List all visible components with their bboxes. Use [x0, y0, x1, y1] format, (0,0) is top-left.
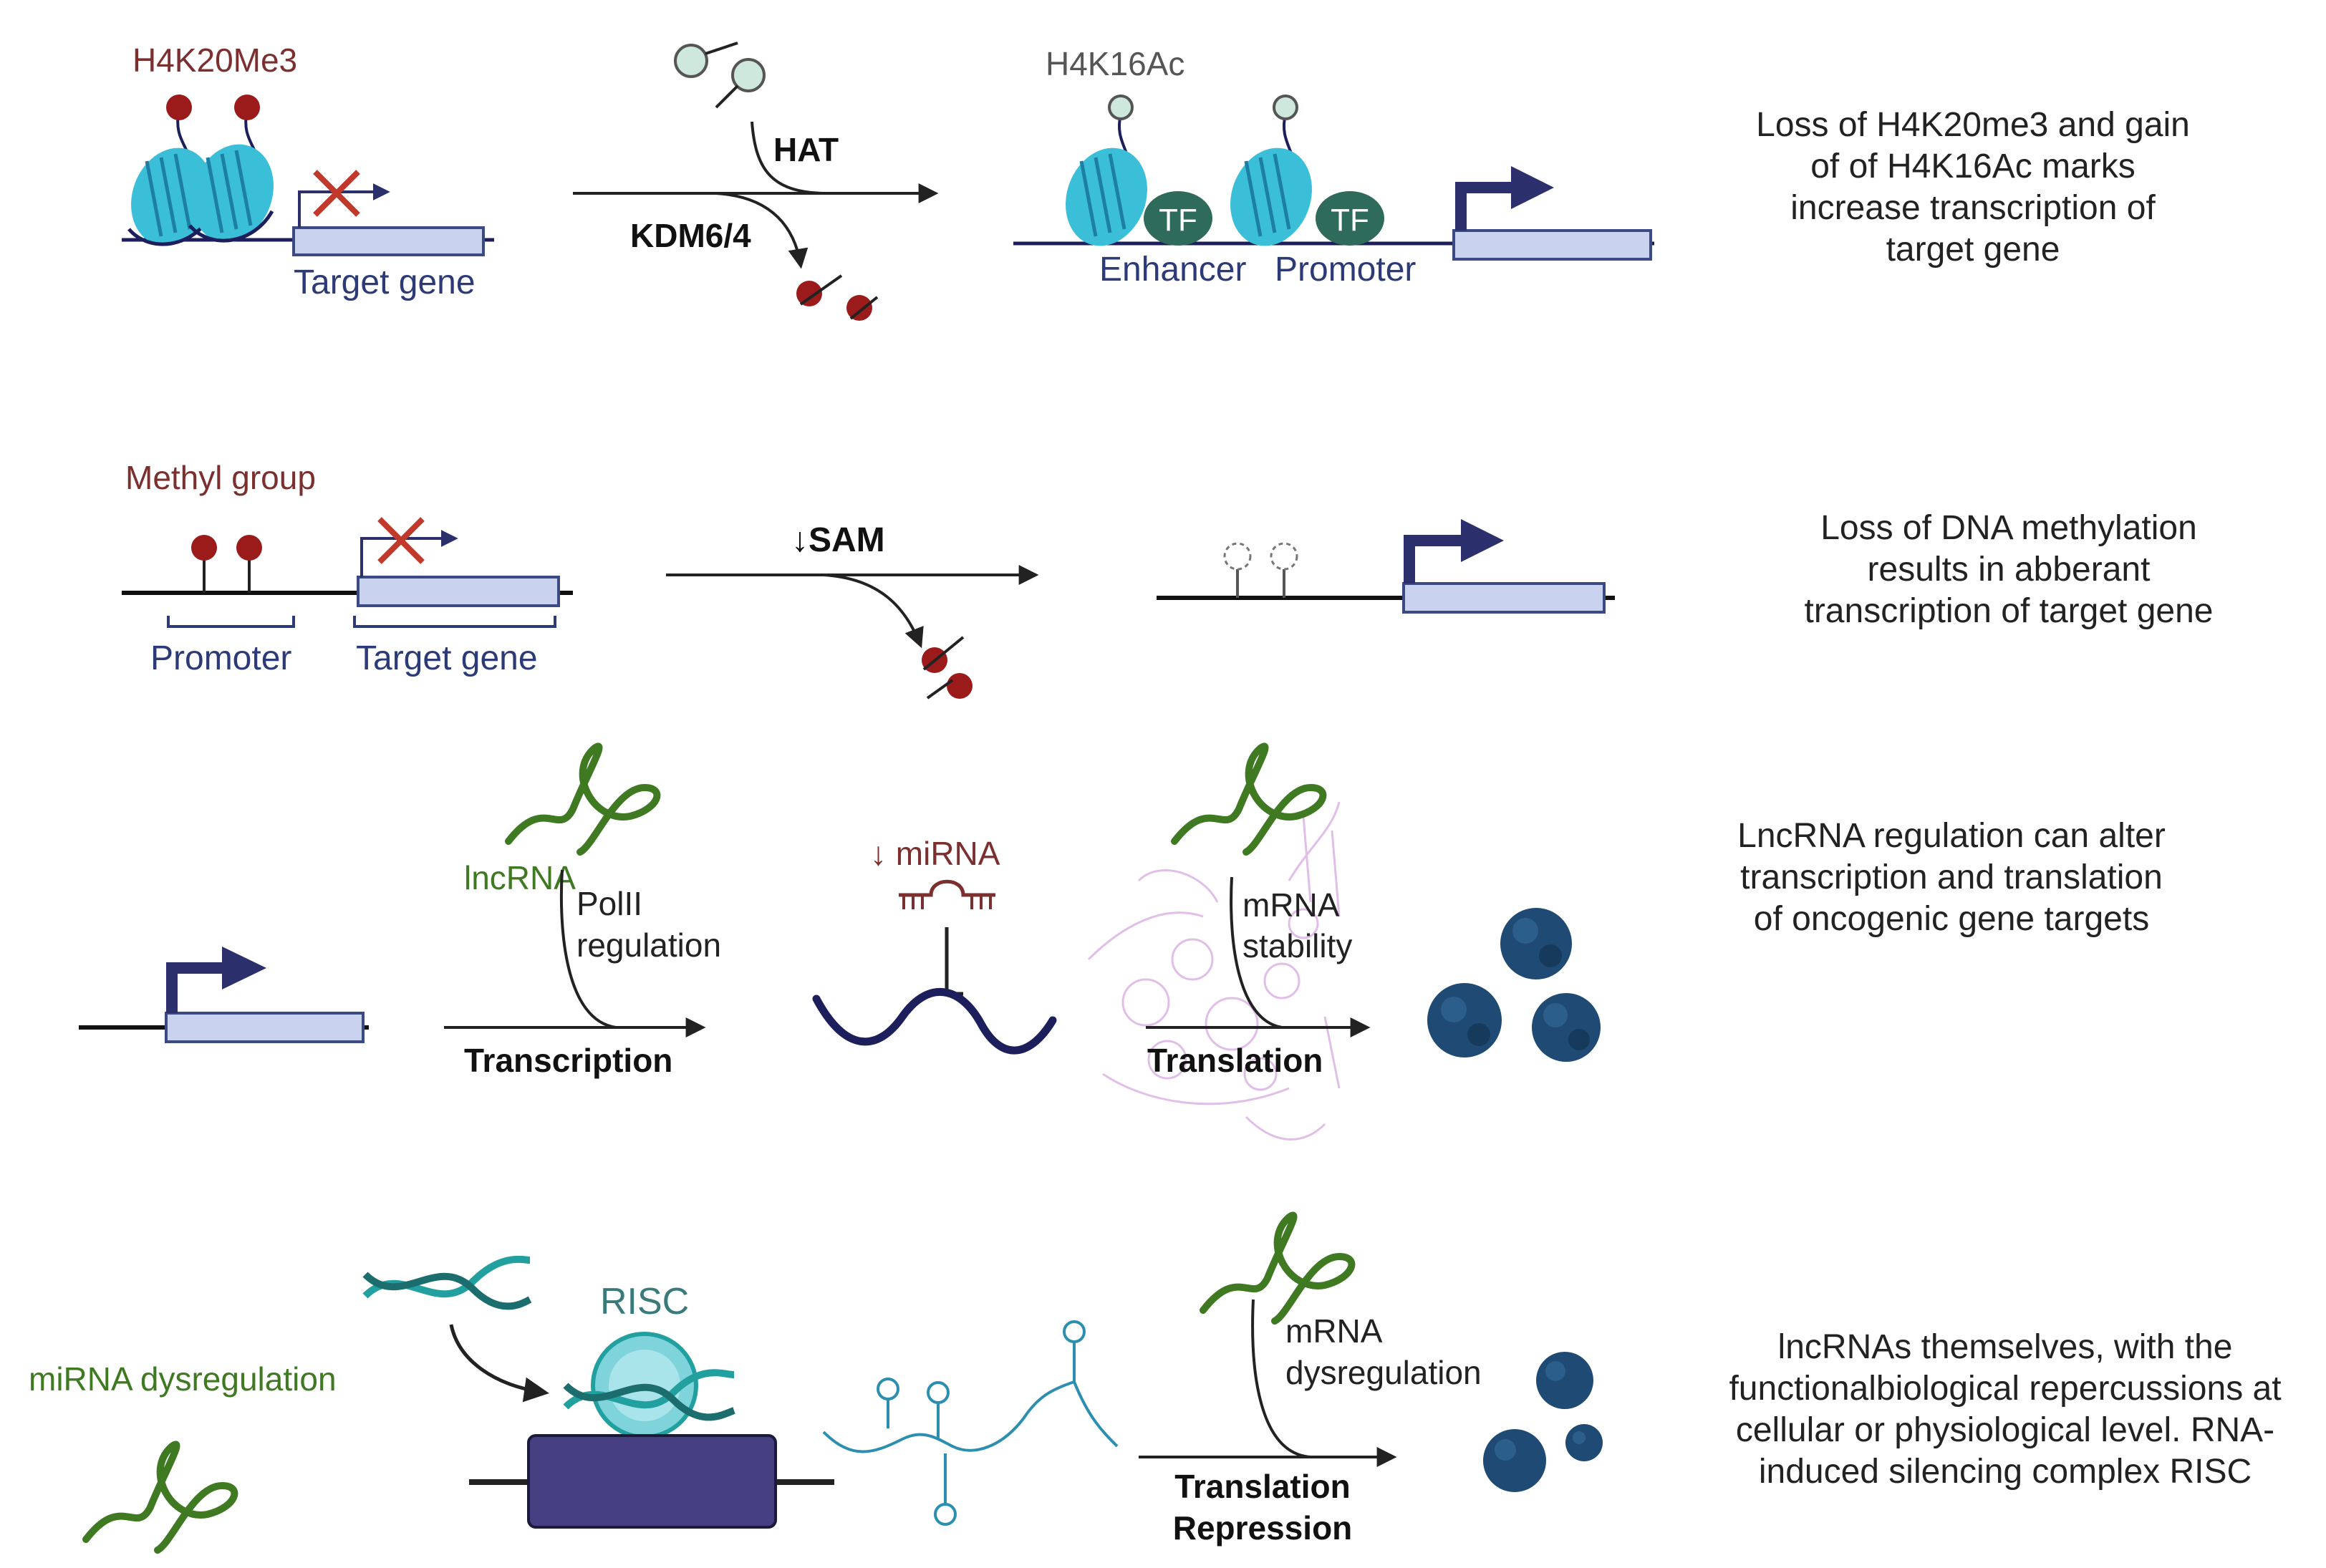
blocked-x-icon	[377, 517, 425, 564]
protein-cluster-icon	[1483, 1352, 1603, 1492]
promoter-arrow-icon	[1455, 166, 1554, 231]
nucleosome-icon	[1230, 147, 1312, 246]
mrna-label: mRNA	[1242, 886, 1340, 924]
nucleosome-icon	[1066, 147, 1147, 246]
sam-label: ↓SAM	[791, 521, 885, 559]
panel1-description-line: increase transcription of	[1790, 189, 2156, 227]
mirna-label: ↓ miRNA	[870, 835, 1000, 872]
panel4-description-line: functionalbiological repercussions at	[1729, 1370, 2281, 1408]
target-gene-box	[292, 226, 485, 256]
panel3-description-line: LncRNA regulation can alter	[1737, 817, 2166, 855]
panel3-description-line: transcription and translation	[1740, 858, 2163, 896]
protein-cluster-icon	[1427, 908, 1601, 1062]
promoter-arrow-icon	[166, 947, 266, 1013]
gene-block	[527, 1434, 777, 1529]
acetyl-group-icon	[674, 42, 766, 109]
regulation-label: regulation	[576, 926, 721, 964]
promoter-arrow-icon	[360, 530, 458, 577]
dysregulation-label: dysregulation	[1285, 1354, 1482, 1391]
dysregulation-input-arrow	[1251, 1299, 1311, 1458]
removed-methyl-icon	[922, 636, 973, 700]
ribosome-icon	[1087, 801, 1341, 1141]
transcription-label: Transcription	[464, 1042, 672, 1079]
lncrna-strand-icon	[1171, 742, 1327, 856]
tf-bubble: TF	[1316, 191, 1384, 246]
lncrna-label: lncRNA	[464, 859, 576, 896]
panel-dna-methylation: Methyl group Promoter Target gene ↓SAM	[122, 459, 2214, 700]
promoter-label: Promoter	[1275, 251, 1416, 289]
promoter-arrow-icon	[298, 183, 390, 228]
panel2-description-line: transcription of target gene	[1804, 592, 2213, 630]
methyl-mark-icon	[191, 535, 217, 593]
panel1-description-line: target gene	[1886, 231, 2060, 268]
panel-histone-modification: H4K20Me3 Target gene	[122, 42, 2190, 321]
enhancer-label: Enhancer	[1099, 251, 1246, 289]
kdm-outgoing-arrow	[715, 192, 809, 269]
risc-label: RISC	[600, 1281, 689, 1322]
target-gene-label: Target gene	[356, 639, 538, 677]
translation-label: Translation	[1174, 1468, 1350, 1505]
sam-outgoing-arrow	[823, 574, 924, 649]
translation-label: Translation	[1147, 1042, 1323, 1079]
active-gene-box	[1452, 229, 1652, 261]
lncrna-strand-icon	[82, 1441, 238, 1554]
h4k20me3-label: H4K20Me3	[132, 42, 297, 79]
hat-label: HAT	[773, 131, 839, 168]
polii-input-arrow	[559, 869, 617, 1029]
blocked-x-icon	[313, 170, 360, 217]
panel1-description-line: of of H4K16Ac marks	[1810, 147, 2136, 185]
target-gene-label: Target gene	[294, 263, 476, 301]
mrna-strand-icon	[812, 987, 1057, 1055]
h4k16ac-label: H4K16Ac	[1046, 45, 1184, 82]
tf-bubble: TF	[1144, 191, 1212, 246]
removed-methyl-icon	[796, 274, 879, 321]
panel3-description-line: of oncogenic gene targets	[1754, 900, 2149, 938]
mirna-hairpin-icon	[899, 879, 995, 909]
tf-label: TF	[1331, 203, 1369, 238]
panel-mirna-dysregulation: miRNA dysregulation RISC	[29, 1211, 2282, 1554]
stability-label: stability	[1242, 927, 1352, 964]
promoter-label: Promoter	[150, 639, 291, 677]
panel2-description-line: results in abberant	[1868, 551, 2151, 589]
kdm-label: KDM6/4	[630, 217, 751, 254]
panel2-description-line: Loss of DNA methylation	[1820, 509, 2197, 547]
methyl-group-label: Methyl group	[125, 459, 316, 496]
unmethylated-site-icon	[1223, 542, 1252, 598]
methyl-mark-icon	[236, 535, 262, 593]
lncrna-strand-icon	[1200, 1211, 1356, 1325]
stability-input-arrow	[1230, 876, 1283, 1029]
lncrna-structure-icon	[822, 1320, 1119, 1526]
panel-lncrna-regulation: lncRNA PolII regulation Transcription ↓ …	[79, 742, 2166, 1141]
mirna-dysregulation-label: miRNA dysregulation	[29, 1360, 337, 1398]
unmethylated-site-icon	[1270, 542, 1298, 598]
panel4-description-line: lncRNAs themselves, with the	[1778, 1328, 2233, 1366]
panel4-description-line: cellular or physiological level. RNA-	[1736, 1411, 2274, 1449]
gene-box	[165, 1012, 365, 1043]
mrna-label: mRNA	[1285, 1312, 1383, 1350]
panel4-description-line: induced silencing complex RISC	[1759, 1453, 2252, 1491]
repression-label: Repression	[1173, 1509, 1353, 1547]
polii-label: PolII	[576, 885, 642, 922]
dna-double-helix-icon	[362, 1255, 532, 1310]
nucleosome-icon	[188, 144, 274, 243]
active-gene-box	[1402, 582, 1606, 614]
dna-double-helix-icon	[563, 1369, 735, 1421]
target-gene-box	[357, 576, 560, 607]
tf-label: TF	[1159, 203, 1197, 238]
hat-incoming-arrow	[751, 121, 824, 195]
inhibition-bar	[931, 927, 963, 996]
gene-bracket	[353, 616, 556, 628]
lncrna-strand-icon	[505, 742, 661, 856]
promoter-bracket	[167, 616, 295, 628]
promoter-arrow-icon	[1404, 519, 1504, 584]
panel1-description-line: Loss of H4K20me3 and gain	[1756, 106, 2190, 144]
loading-arrow	[449, 1324, 549, 1403]
